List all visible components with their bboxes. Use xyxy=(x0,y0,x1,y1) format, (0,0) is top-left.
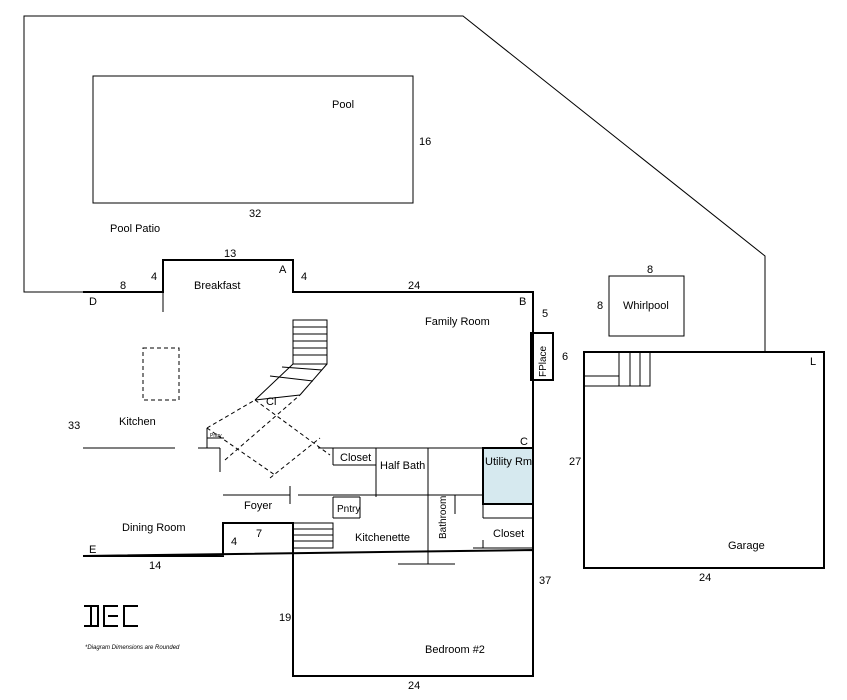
pool-label: Pool xyxy=(332,99,354,111)
kitchen-island xyxy=(142,347,180,401)
interior-walls xyxy=(83,292,533,565)
stair-closet-dashes xyxy=(206,394,331,479)
dim-whirlpool-width: 8 xyxy=(647,264,653,276)
garage-label: Garage xyxy=(728,540,765,552)
kitchen-label: Kitchen xyxy=(119,416,156,428)
breakfast-label: Breakfast xyxy=(194,280,240,292)
pool-patio-outline xyxy=(23,15,766,352)
cl-label: Cl xyxy=(266,396,276,408)
point-b: B xyxy=(519,296,526,308)
dim-whirlpool-height: 8 xyxy=(597,300,603,312)
dim-step-width: 7 xyxy=(256,528,262,540)
pool-patio-label: Pool Patio xyxy=(110,223,160,235)
dim-family-top: 24 xyxy=(408,280,420,292)
kitchenette-label: Kitchenette xyxy=(355,532,410,544)
foyer-label: Foyer xyxy=(244,500,272,512)
dim-breakfast-right: 4 xyxy=(301,271,307,283)
dim-dining-bottom: 14 xyxy=(149,560,161,572)
bedroom2-label: Bedroom #2 xyxy=(425,644,485,656)
pantry-small-label: Pntry xyxy=(210,433,222,439)
dim-garage-width: 24 xyxy=(699,572,711,584)
dim-step-height: 4 xyxy=(231,536,237,548)
dim-fireplace-above: 5 xyxy=(542,308,548,320)
point-e: E xyxy=(89,544,96,556)
garage-stairs xyxy=(584,352,651,387)
garage-outline xyxy=(583,351,825,569)
foyer-staircase xyxy=(292,522,334,549)
point-a: A xyxy=(279,264,287,276)
point-d: D xyxy=(89,296,97,308)
dec-logo xyxy=(84,605,138,627)
closet-lower-label: Closet xyxy=(493,528,524,540)
footnote: *Diagram Dimensions are Rounded xyxy=(85,645,180,651)
dim-breakfast-left: 4 xyxy=(151,271,157,283)
half-bath-label: Half Bath xyxy=(380,460,425,472)
closet-upper-label: Closet xyxy=(340,452,371,464)
whirlpool-outline xyxy=(608,275,685,337)
dim-d-to-breakfast: 8 xyxy=(120,280,126,292)
dim-pool-height: 16 xyxy=(419,136,431,148)
family-room-label: Family Room xyxy=(425,316,490,328)
bathroom-label: Bathroom xyxy=(438,496,449,539)
main-staircase xyxy=(254,319,328,401)
dim-breakfast-width: 13 xyxy=(224,248,236,260)
fireplace-label: FPlace xyxy=(538,345,549,377)
point-c: C xyxy=(520,436,528,448)
dim-left-side: 33 xyxy=(68,420,80,432)
point-l: L xyxy=(810,356,816,368)
whirlpool-label: Whirlpool xyxy=(623,300,669,312)
dim-pool-width: 32 xyxy=(249,208,261,220)
utility-room-fill xyxy=(482,447,534,505)
dim-garage-height: 27 xyxy=(569,456,581,468)
fireplace-outline xyxy=(530,332,554,381)
pool-outline xyxy=(92,75,414,204)
utility-room-label: Utility Rm xyxy=(485,456,532,468)
dining-room-label: Dining Room xyxy=(122,522,186,534)
dim-bedroom-bottom: 24 xyxy=(408,680,420,692)
dim-bedroom-left: 19 xyxy=(279,612,291,624)
dim-fireplace-depth: 6 xyxy=(562,351,568,363)
dim-right-side: 37 xyxy=(539,575,551,587)
pantry-label: Pntry xyxy=(337,504,360,515)
